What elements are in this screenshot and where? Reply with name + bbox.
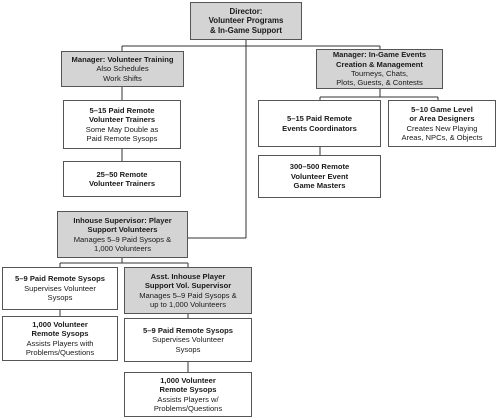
paid-trainers-title-2: Volunteer Trainers: [88, 115, 156, 125]
vol-sysops-left-desc-2: Problems/Questions: [25, 347, 95, 357]
paid-trainers-desc-1: Some May Double as: [85, 124, 159, 134]
asst-sup-title-2: Support Vol. Supervisor: [144, 281, 232, 291]
mgr-events-desc-2: Plots, Guests, & Contests: [336, 78, 423, 88]
inhouse-sup-title-1: Inhouse Supervisor: Player: [73, 215, 172, 225]
designers-desc-1: Creates New Playing: [406, 123, 478, 133]
director-box: Director: Volunteer Programs & In-Game S…: [190, 2, 302, 40]
mgr-events-title-1: Manager: In-Game Events: [332, 50, 427, 60]
remote-volunteer-trainers-box: 25–50 Remote Volunteer Trainers: [63, 161, 181, 197]
paid-remote-trainers-box: 5–15 Paid Remote Volunteer Trainers Some…: [63, 100, 181, 149]
events-coord-title-1: 5–15 Paid Remote: [287, 114, 352, 124]
manager-in-game-events-box: Manager: In-Game Events Creation & Manag…: [316, 49, 443, 89]
asst-sup-title-1: Asst. Inhouse Player: [150, 271, 226, 281]
asst-sup-desc-1: Manages 5–9 Paid Sysops &: [139, 290, 237, 300]
game-masters-title-3: Game Masters: [293, 181, 346, 191]
area-designers-box: 5–10 Game Level or Area Designers Create…: [388, 100, 496, 147]
mgr-events-title-2: Creation & Management: [336, 59, 423, 69]
inhouse-sup-desc-2: 1,000 Volunteers: [94, 243, 151, 253]
vol-sysops-right-desc-1: Assists Players w/: [157, 394, 219, 404]
paid-trainers-desc-2: Paid Remote Sysops: [86, 133, 158, 143]
events-coordinators-box: 5–15 Paid Remote Events Coordinators: [258, 100, 381, 147]
event-game-masters-box: 300–500 Remote Volunteer Event Game Mast…: [258, 155, 381, 198]
director-title-3: & In-Game Support: [210, 25, 282, 35]
designers-desc-2: Areas, NPCs, & Objects: [401, 132, 483, 142]
paid-sysops-left-desc-2: Sysops: [47, 293, 73, 303]
volunteer-sysops-right-box: 1,000 Volunteer Remote Sysops Assists Pl…: [124, 372, 252, 417]
designers-title-2: or Area Designers: [409, 114, 475, 124]
asst-sup-desc-2: up to 1,000 Volunteers: [150, 299, 226, 309]
inhouse-supervisor-box: Inhouse Supervisor: Player Support Volun…: [57, 211, 188, 258]
remote-trainers-title-2: Volunteer Trainers: [88, 179, 156, 188]
paid-sysops-right-desc-2: Sysops: [175, 344, 201, 354]
paid-sysops-left-title: 5–9 Paid Remote Sysops: [15, 274, 105, 284]
game-masters-title-2: Volunteer Event: [290, 171, 349, 181]
paid-sysops-left-desc-1: Supervises Volunteer: [24, 283, 96, 293]
paid-sysops-left-box: 5–9 Paid Remote Sysops Supervises Volunt…: [2, 267, 118, 310]
vol-sysops-right-title-2: Remote Sysops: [159, 385, 217, 395]
vol-sysops-right-desc-2: Problems/Questions: [153, 403, 223, 413]
manager-volunteer-training-box: Manager: Volunteer Training Also Schedul…: [61, 51, 184, 87]
director-title-2: Volunteer Programs: [208, 16, 284, 26]
vol-sysops-left-title-1: 1,000 Volunteer: [32, 319, 88, 329]
vol-sysops-left-desc-1: Assists Players with: [26, 338, 94, 348]
inhouse-sup-title-2: Support Volunteers: [87, 225, 158, 235]
events-coord-title-2: Events Coordinators: [282, 123, 357, 133]
mgr-training-title: Manager: Volunteer Training: [71, 54, 174, 64]
asst-inhouse-supervisor-box: Asst. Inhouse Player Support Vol. Superv…: [124, 267, 252, 314]
paid-sysops-right-box: 5–9 Paid Remote Sysops Supervises Volunt…: [124, 318, 252, 362]
designers-title-1: 5–10 Game Level: [411, 104, 473, 114]
game-masters-title-1: 300–500 Remote: [289, 162, 350, 172]
mgr-training-desc-2: Work Shifts: [103, 73, 142, 83]
paid-sysops-right-desc-1: Supervises Volunteer: [152, 335, 224, 345]
volunteer-sysops-left-box: 1,000 Volunteer Remote Sysops Assists Pl…: [2, 316, 118, 361]
vol-sysops-right-title-1: 1,000 Volunteer: [160, 375, 216, 385]
director-title-1: Director:: [229, 6, 263, 16]
mgr-events-desc-1: Tourneys, Chats,: [351, 69, 408, 78]
paid-sysops-right-title: 5–9 Paid Remote Sysops: [143, 325, 233, 335]
inhouse-sup-desc-1: Manages 5–9 Paid Sysops &: [73, 234, 172, 244]
mgr-training-desc-1: Also Schedules: [96, 64, 149, 74]
paid-trainers-title-1: 5–15 Paid Remote: [89, 105, 155, 115]
vol-sysops-left-title-2: Remote Sysops: [31, 329, 89, 339]
remote-trainers-title-1: 25–50 Remote: [96, 169, 148, 179]
